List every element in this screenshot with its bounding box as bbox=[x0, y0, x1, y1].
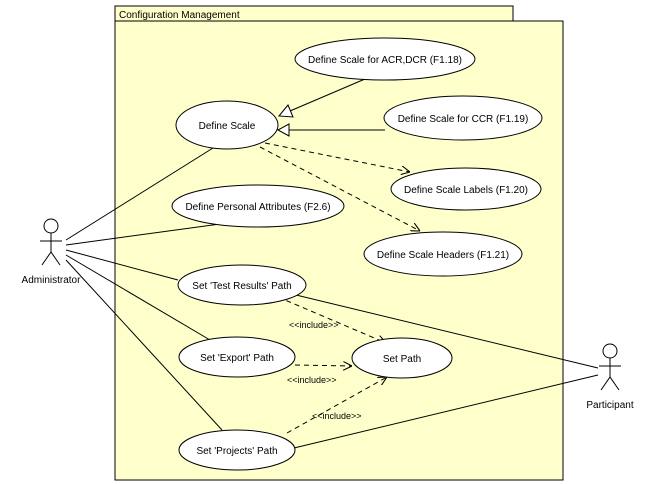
use-case-test-results-path-label: Set 'Test Results' Path bbox=[192, 281, 291, 292]
actor-administrator-right-leg bbox=[50, 251, 61, 266]
dep-test-results-set-path bbox=[277, 296, 386, 343]
use-case-scale-acr-dcr[interactable]: Define Scale for ACR,DCR (F1.18) bbox=[294, 37, 476, 81]
use-case-scale-acr-dcr-shape bbox=[294, 37, 476, 81]
use-case-scale-ccr-shape bbox=[383, 95, 543, 141]
gen-acr-dcr-triangle bbox=[278, 104, 294, 118]
dep-projects-set-path bbox=[286, 377, 387, 434]
use-case-personal-attributes-label: Define Personal Attributes (F2.6) bbox=[185, 202, 330, 213]
use-case-scale-ccr-label: Define Scale for CCR (F1.19) bbox=[398, 114, 529, 125]
use-case-test-results-path[interactable]: Set 'Test Results' Path bbox=[177, 264, 307, 306]
associations bbox=[65, 147, 599, 449]
use-case-define-scale-shape bbox=[175, 100, 279, 150]
actor-administrator-label: Administrator bbox=[22, 275, 82, 286]
use-case-set-path[interactable]: Set Path bbox=[351, 337, 453, 379]
assoc-participant-test-results bbox=[295, 294, 599, 369]
actor-participant-label: Participant bbox=[586, 400, 633, 411]
include-label-export: <<include>> bbox=[287, 375, 337, 385]
use-case-personal-attributes[interactable]: Define Personal Attributes (F2.6) bbox=[171, 184, 345, 228]
dep-define-scale-labels bbox=[264, 142, 410, 172]
use-case-personal-attributes-shape bbox=[171, 184, 345, 228]
generalizations bbox=[276, 75, 385, 137]
dependencies bbox=[259, 142, 420, 434]
use-case-scale-headers-shape bbox=[363, 231, 523, 277]
gen-ccr-triangle bbox=[276, 123, 290, 137]
use-case-scale-headers-label: Define Scale Headers (F1.21) bbox=[377, 250, 509, 261]
include-label-test-results: <<include>> bbox=[289, 320, 339, 330]
use-case-set-path-shape bbox=[351, 337, 453, 379]
use-case-scale-ccr[interactable]: Define Scale for CCR (F1.19) bbox=[383, 95, 543, 141]
use-case-scale-acr-dcr-label: Define Scale for ACR,DCR (F1.18) bbox=[308, 55, 462, 66]
use-case-define-scale[interactable]: Define Scale bbox=[175, 100, 279, 150]
use-case-scale-labels-label: Define Scale Labels (F1.20) bbox=[404, 185, 528, 196]
gen-acr-dcr-line bbox=[289, 75, 373, 112]
actor-administrator-left-leg bbox=[41, 251, 52, 266]
actor-participant-right-leg bbox=[609, 376, 620, 391]
use-case-projects-path-shape bbox=[178, 429, 296, 471]
actor-participant-left-leg bbox=[600, 376, 611, 391]
use-case-scale-headers[interactable]: Define Scale Headers (F1.21) bbox=[363, 231, 523, 277]
use-case-scale-labels-shape bbox=[390, 167, 542, 211]
actor-administrator-head bbox=[43, 218, 59, 234]
use-case-export-path[interactable]: Set 'Export' Path bbox=[178, 336, 296, 378]
assoc-admin-personal-attributes bbox=[65, 223, 221, 246]
use-case-export-path-label: Set 'Export' Path bbox=[200, 353, 274, 364]
package-title: Configuration Management bbox=[119, 10, 240, 21]
use-case-scale-labels[interactable]: Define Scale Labels (F1.20) bbox=[390, 167, 542, 211]
dep-export-set-path bbox=[294, 365, 352, 366]
actor-administrator[interactable] bbox=[40, 218, 62, 266]
use-case-define-scale-label: Define Scale bbox=[199, 121, 256, 132]
use-case-export-path-shape bbox=[178, 336, 296, 378]
use-case-set-path-label: Set Path bbox=[383, 354, 421, 365]
use-case-projects-path[interactable]: Set 'Projects' Path bbox=[178, 429, 296, 471]
assoc-participant-projects bbox=[293, 374, 599, 449]
assoc-admin-define-scale bbox=[65, 147, 214, 241]
actor-participant-head bbox=[602, 343, 618, 359]
assoc-admin-export bbox=[65, 254, 211, 341]
use-case-projects-path-label: Set 'Projects' Path bbox=[196, 446, 277, 457]
include-label-projects: <<include>> bbox=[312, 411, 362, 421]
use-case-test-results-path-shape bbox=[177, 264, 307, 306]
assoc-admin-projects bbox=[65, 259, 223, 431]
assoc-admin-test-results bbox=[65, 249, 179, 281]
actor-participant[interactable] bbox=[599, 343, 621, 391]
dep-define-scale-headers bbox=[259, 146, 420, 231]
